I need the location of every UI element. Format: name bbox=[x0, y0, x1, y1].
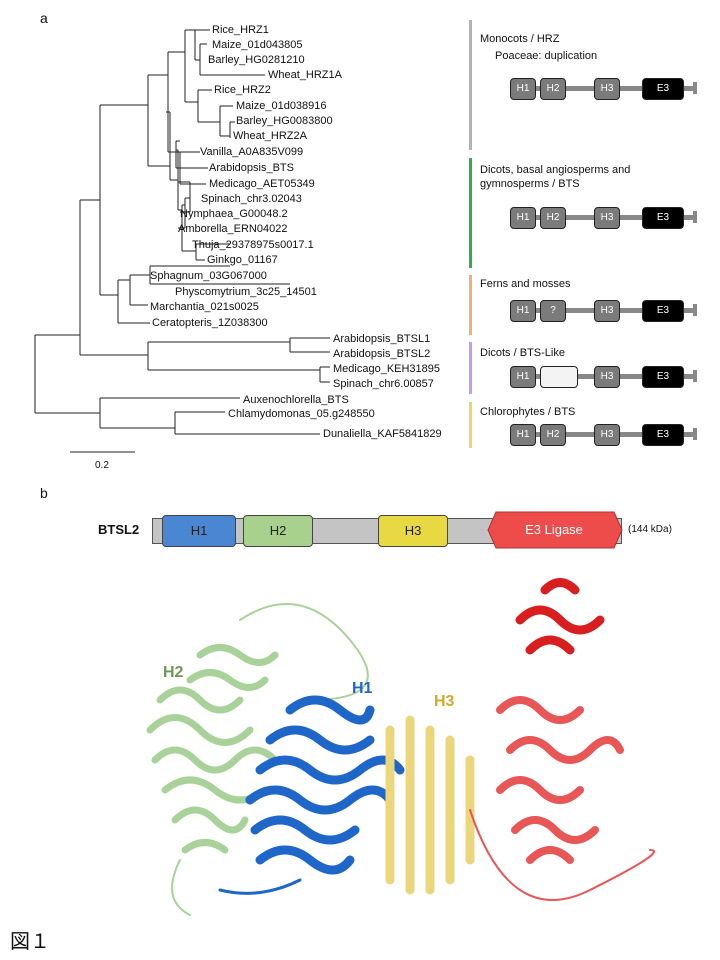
domain-architecture-dicots-bts: H1 H2 H3 E3 bbox=[510, 207, 697, 229]
domain-h3: H3 bbox=[594, 300, 620, 322]
structure-label-h3: H3 bbox=[434, 693, 455, 710]
domain-unknown: ? bbox=[540, 300, 566, 322]
group-title-ferns: Ferns and mosses bbox=[480, 278, 571, 290]
domain-e3: E3 bbox=[642, 207, 684, 229]
tree-branches bbox=[34, 29, 330, 435]
btsl2-domain-h1: H1 bbox=[162, 515, 236, 547]
group-subtitle-monocots: Poaceae: duplication bbox=[495, 50, 598, 62]
tree-leaf: Spinach_chr6.00857 bbox=[333, 378, 434, 390]
domain-architecture-chlorophytes: H1 H2 H3 E3 bbox=[510, 424, 697, 446]
h3-domain-ribbon bbox=[385, 715, 475, 895]
tree-leaf: Arabidopsis_BTSL1 bbox=[333, 333, 431, 345]
tree-leaf: Auxenochlorella_BTS bbox=[243, 394, 349, 406]
domain-h3: H3 bbox=[594, 78, 620, 100]
protein-structure-image bbox=[146, 578, 655, 916]
btsl2-domain-e3: E3 Ligase bbox=[525, 522, 583, 537]
h1-domain-ribbon bbox=[245, 695, 405, 875]
structure-label-h1: H1 bbox=[352, 680, 373, 697]
scale-bar-label: 0.2 bbox=[95, 460, 109, 471]
domain-h2: H2 bbox=[540, 207, 566, 229]
tree-leaf: Marchantia_021s0025 bbox=[150, 301, 259, 313]
tree-leaf: Nymphaea_G00048.2 bbox=[180, 208, 288, 220]
tree-leaf: Wheat_HRZ2A bbox=[233, 130, 307, 142]
tree-leaf: Maize_01d043805 bbox=[212, 39, 303, 51]
domain-e3: E3 bbox=[642, 300, 684, 322]
tree-leaf: Rice_HRZ1 bbox=[212, 24, 269, 36]
domain-h2-degenerate bbox=[540, 366, 578, 388]
tree-leaf: Wheat_HRZ1A bbox=[268, 69, 342, 81]
tree-leaf: Maize_01d038916 bbox=[236, 100, 327, 112]
tree-leaf: Chlamydomonas_05.g248550 bbox=[228, 408, 375, 420]
domain-h3: H3 bbox=[594, 366, 620, 388]
tree-leaf: Physcomytrium_3c25_14501 bbox=[175, 286, 317, 298]
domain-h2: H2 bbox=[540, 424, 566, 446]
tree-leaf: Ginkgo_01167 bbox=[207, 254, 278, 266]
tree-leaf: Arabidopsis_BTS bbox=[209, 162, 294, 174]
figure-number: 図１ bbox=[10, 929, 50, 953]
domain-h1: H1 bbox=[510, 424, 536, 446]
btsl2-mass: (144 kDa) bbox=[628, 524, 672, 535]
btsl2-domain-e3-shape bbox=[487, 511, 623, 549]
structure-label-h2: H2 bbox=[163, 664, 184, 681]
group-title-chlorophytes: Chlorophytes / BTS bbox=[480, 406, 576, 418]
panel-b-label: b bbox=[40, 485, 48, 501]
tree-leaf: Sphagnum_03G067000 bbox=[150, 270, 267, 282]
domain-e3: E3 bbox=[642, 424, 684, 446]
tree-leaf: Vanilla_A0A835V099 bbox=[200, 146, 304, 158]
domain-h3: H3 bbox=[594, 207, 620, 229]
group-bar-ferns bbox=[469, 275, 472, 335]
domain-architecture-ferns: H1 ? H3 E3 bbox=[510, 300, 697, 322]
tree-leaf: Ceratopteris_1Z038300 bbox=[152, 317, 268, 329]
panel-a-label: a bbox=[40, 10, 48, 26]
group-bar-dicots-btsl bbox=[469, 342, 472, 394]
group-bar-chlorophytes bbox=[469, 402, 472, 448]
tree-leaf: Rice_HRZ2 bbox=[214, 84, 271, 96]
btsl2-domain-h3: H3 bbox=[378, 515, 448, 547]
e3-domain-top-ribbon bbox=[515, 578, 605, 655]
domain-h1: H1 bbox=[510, 78, 536, 100]
tree-leaf: Barley_HG0083800 bbox=[236, 115, 333, 127]
domain-h1: H1 bbox=[510, 207, 536, 229]
group-title-dicots-btsl: Dicots / BTS-Like bbox=[480, 347, 565, 359]
tree-leaf: Amborella_ERN04022 bbox=[178, 223, 288, 235]
group-title-monocots: Monocots / HRZ bbox=[480, 33, 560, 45]
tree-leaf: Medicago_AET05349 bbox=[209, 178, 315, 190]
group-bar-dicots-bts bbox=[469, 158, 472, 268]
btsl2-label: BTSL2 bbox=[98, 522, 140, 537]
tree-leaf: Thuja_29378975s0017.1 bbox=[192, 239, 314, 251]
domain-h3: H3 bbox=[594, 424, 620, 446]
domain-architecture-dicots-btsl: H1 H3 E3 bbox=[510, 366, 697, 388]
tree-leaf: Medicago_KEH31895 bbox=[333, 363, 441, 375]
tree-leaf: Arabidopsis_BTSL2 bbox=[333, 348, 431, 360]
tree-leaf: Barley_HG0281210 bbox=[208, 54, 305, 66]
tree-leaf: Dunaliella_KAF5841829 bbox=[323, 428, 442, 440]
group-title-dicots-bts: Dicots, basal angiosperms and gymnosperm… bbox=[480, 164, 631, 190]
btsl2-domain-h2: H2 bbox=[243, 515, 313, 547]
tree-leaf: Spinach_chr3.02043 bbox=[201, 193, 302, 205]
domain-h1: H1 bbox=[510, 300, 536, 322]
domain-h2: H2 bbox=[540, 78, 566, 100]
domain-e3: E3 bbox=[642, 366, 684, 388]
group-bar-monocots bbox=[469, 20, 472, 150]
domain-e3: E3 bbox=[642, 78, 684, 100]
phylogenetic-tree bbox=[34, 29, 330, 453]
domain-architecture-monocots: H1 H2 H3 E3 bbox=[510, 78, 697, 100]
domain-h1: H1 bbox=[510, 366, 536, 388]
e3-domain-ribbon bbox=[496, 696, 624, 864]
